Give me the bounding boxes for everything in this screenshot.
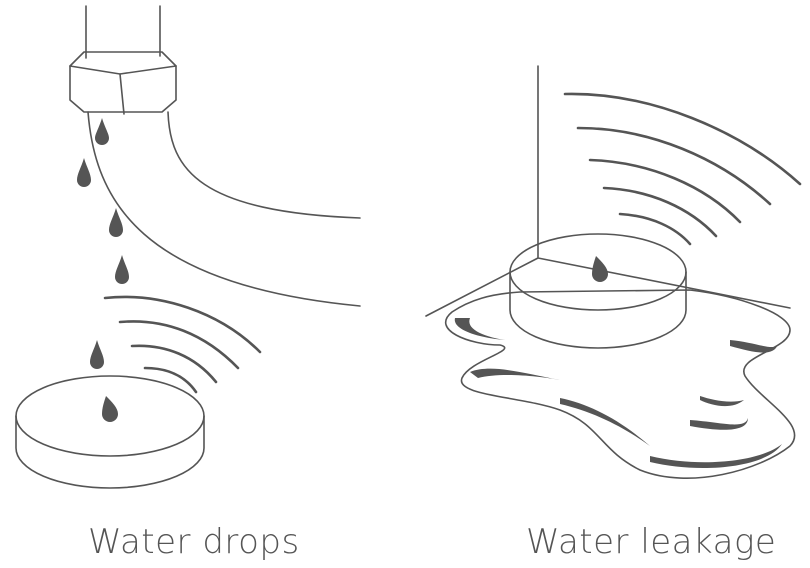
wall-corner — [425, 65, 791, 317]
leak-sensor-left — [15, 375, 205, 489]
water-drop-icon — [102, 396, 118, 422]
pipe-bend-outer — [87, 111, 361, 307]
water-drop-icon — [109, 208, 123, 237]
signal-waves-icon — [103, 295, 262, 394]
water-drop-icon — [592, 256, 608, 282]
water-drop-icon — [77, 158, 91, 187]
pipe-bend-inner — [167, 111, 361, 219]
water-leakage-scene — [425, 65, 802, 479]
pipe-top — [85, 5, 161, 59]
leak-sensor-right — [509, 233, 687, 349]
water-drop-icon — [95, 118, 109, 145]
water-drop-icon — [90, 340, 104, 369]
caption-water-leakage: Water leakage — [526, 522, 777, 562]
water-drops-scene — [15, 5, 361, 489]
caption-water-drops: Water drops — [88, 522, 300, 562]
pipe-nut — [69, 51, 177, 115]
signal-waves-icon — [563, 92, 802, 246]
water-puddle — [444, 289, 796, 479]
water-drop-icon — [115, 255, 129, 284]
